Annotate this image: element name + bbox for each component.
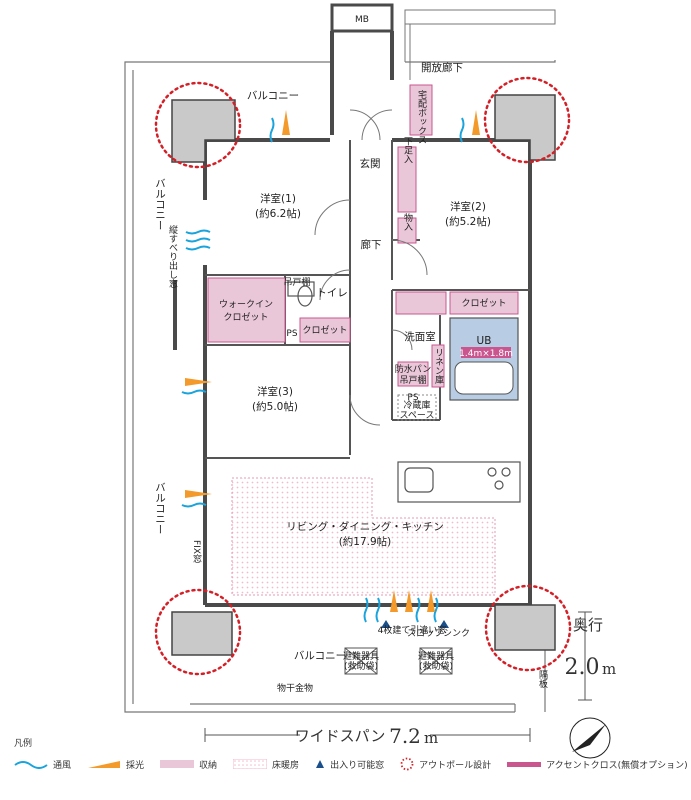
delivery-box-label: 宅配ボックス (416, 89, 427, 144)
space-label: スペース (400, 411, 435, 421)
legend-daylight: 採光 (87, 758, 144, 771)
vertical-window-label: 縦すべり出し窓 (167, 224, 178, 288)
western2-size: (約5.2帖) (445, 215, 491, 228)
north-arrow-icon (569, 717, 611, 759)
slop-sink-label: スロップシンク (407, 628, 470, 639)
waterproof-pan-label: 防水パン (395, 363, 431, 375)
mb-box: MB (330, 3, 394, 135)
ub-label: UB (477, 335, 492, 347)
ub-size-label: 1.4m×1.8m (459, 349, 513, 359)
western3-size: (約5.0帖) (252, 400, 298, 413)
accessible-window-markers (381, 620, 449, 628)
mb-label: MB (355, 15, 369, 25)
width-unit: m (424, 729, 438, 747)
balcony-top-label: バルコニー (247, 90, 299, 102)
ldk-name: リビング・ダイニング・キッチン (286, 520, 444, 533)
floor-heating-swatch (233, 759, 268, 769)
western2-name: 洋室(2) (450, 200, 486, 213)
storage-label: 物入 (402, 212, 413, 231)
hallway-label: 廊下 (361, 238, 382, 251)
width-value: 7.2 (389, 724, 421, 748)
clothes-hanger-label: 物干金物 (277, 682, 313, 694)
western1-size: (約6.2帖) (255, 207, 301, 220)
fridge-space (397, 394, 437, 421)
width-label: ワイドスパン (295, 727, 386, 745)
evac1-b: (救助袋) (344, 660, 378, 672)
ldk-size: (約17.9帖) (339, 535, 392, 548)
shoe-storage-label: 下足入 (402, 137, 413, 164)
evacuation-hatches (344, 647, 453, 675)
balcony-bottom-label: バルコニー (294, 650, 346, 662)
evac1-a: 避難器具 (343, 650, 379, 662)
western3-name: 洋室(3) (257, 385, 293, 398)
legend-storage: 収納 (160, 758, 217, 771)
western1-name: 洋室(1) (260, 192, 296, 205)
entrance-label: 玄関 (360, 157, 381, 170)
kitchen-counter (397, 461, 521, 503)
legend-ventilation: 通風 (14, 758, 71, 771)
hanging-shelf-label: 吊戸棚 (283, 276, 310, 288)
closet-right-label: クロゼット (461, 297, 506, 309)
toilet-fixture (287, 281, 315, 307)
ventilation-icon (14, 761, 48, 769)
accent-cross-swatch (507, 761, 542, 767)
outpole-circles (154, 76, 572, 676)
legend-accessible-window: 出入り可能窓 (315, 758, 384, 771)
walkin-closet-label: クロゼット (223, 311, 268, 323)
evac2-b: (救助袋) (419, 660, 453, 672)
accessible-window-icon (316, 760, 325, 768)
depth-label: 奥行 (573, 616, 603, 634)
balcony-outline (124, 60, 556, 713)
storage-areas (207, 84, 519, 388)
balcony-left-top-label: バルコニー (154, 178, 166, 231)
floor-heating-area (231, 477, 496, 596)
door-swings (314, 109, 428, 426)
unit-bath (449, 317, 519, 401)
legend: 凡例 通風 採光 収納 床暖房 出入り可能窓 アウトポール設計 アクセントクロス… (14, 736, 688, 771)
toilet-label: トイレ (316, 287, 348, 299)
outpole-icon (400, 757, 414, 771)
dimension-lines (204, 611, 592, 742)
legend-title: 凡例 (14, 739, 33, 749)
storage-swatch (160, 760, 195, 768)
columns (171, 94, 556, 656)
ps1-label: PS (286, 329, 297, 339)
ventilation-markers (181, 117, 465, 623)
open-corridor-label: 開放廊下 (421, 61, 463, 74)
daylight-markers (185, 110, 480, 612)
hanging-shelf2-label: 吊戸棚 (399, 374, 426, 386)
linen-label: リネン庫 (433, 348, 444, 385)
evac2-a: 避難器具 (418, 650, 454, 662)
depth-value: 2.0 (565, 655, 600, 680)
closet-left-label: クロゼット (302, 324, 347, 336)
depth-unit: m (602, 660, 616, 678)
legend-accent-cross: アクセントクロス(無償オプション) (507, 758, 688, 771)
fridge-label: 冷蔵庫 (403, 399, 430, 411)
daylight-icon (88, 761, 121, 768)
walkin-label: ウォークイン (219, 299, 273, 310)
legend-floor-heating: 床暖房 (233, 758, 299, 771)
washroom-label: 洗面室 (404, 330, 436, 343)
top-strip (404, 9, 556, 80)
sliding-window-label: 4枚建て引違い窓 (378, 624, 447, 636)
fix-window-label: FIX窓 (191, 540, 202, 563)
ps2-label: PS (407, 393, 418, 403)
balcony-left-bottom-label: バルコニー (154, 482, 166, 535)
partition-label: 隔板 (537, 670, 548, 689)
legend-outpole: アウトポール設計 (400, 757, 491, 771)
